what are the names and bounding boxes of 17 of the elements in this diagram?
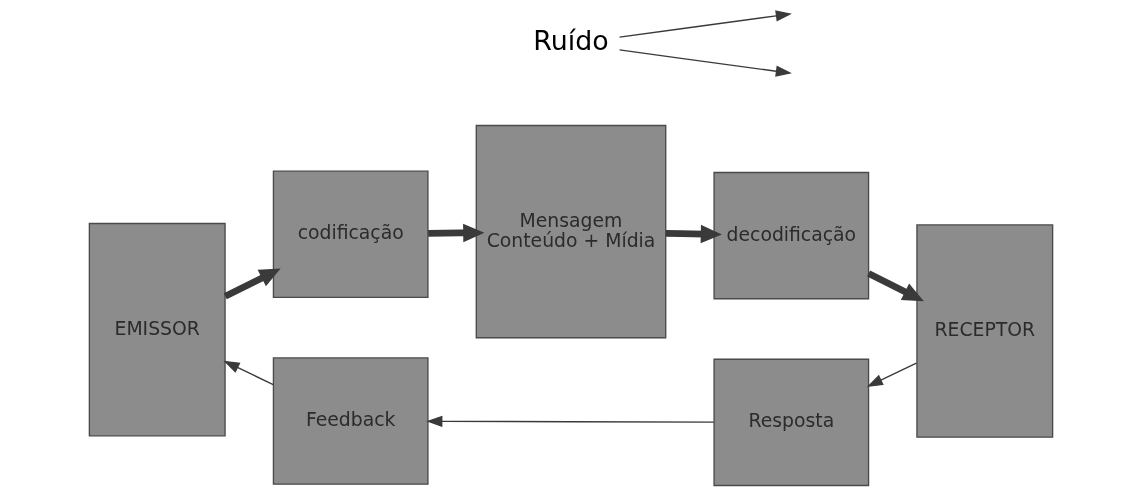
arrow [426, 415, 715, 427]
arrow [866, 362, 918, 387]
arrow [867, 270, 924, 302]
arrow [428, 223, 485, 243]
node-box: Feedback [272, 357, 429, 485]
node-box: Mensagem Conteúdo + Mídia [475, 124, 667, 339]
node-box: Resposta [713, 358, 870, 487]
arrow [618, 49, 792, 77]
node-box: EMISSOR [88, 222, 226, 437]
arrow [665, 224, 722, 244]
arrow [223, 360, 274, 386]
node-box: decodificação [713, 171, 870, 300]
node-text: Ruído [533, 25, 609, 57]
node-box: RECEPTOR [916, 224, 1054, 438]
arrow [618, 10, 792, 38]
node-box: codificação [272, 170, 429, 299]
arrow [223, 268, 281, 300]
